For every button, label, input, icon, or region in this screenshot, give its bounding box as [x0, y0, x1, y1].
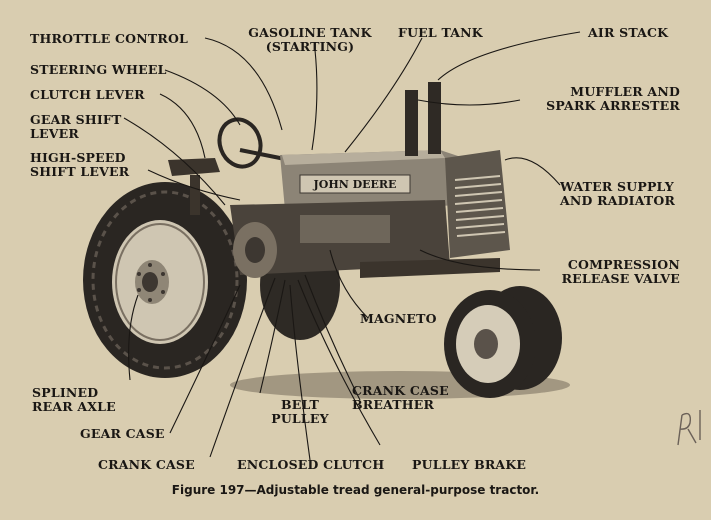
label-compression-line2: RELEASE VALVE [561, 271, 680, 286]
label-water-supply-line1: WATER SUPPLY [560, 179, 674, 194]
label-gasoline-tank-line2: (STARTING) [265, 39, 355, 54]
label-gasoline-tank: GASOLINE TANK (STARTING) [235, 26, 385, 54]
label-muffler-line2: SPARK ARRESTER [546, 98, 680, 113]
muffler-stack [405, 90, 418, 156]
label-crank-breather: CRANK CASE BREATHER [352, 384, 449, 412]
label-gear-shift-line1: GEAR SHIFT [30, 112, 122, 127]
rear-wheel [83, 182, 247, 378]
label-air-stack: AIR STACK [588, 25, 669, 40]
label-crank-breather-line2: BREATHER [352, 397, 435, 412]
label-magneto: MAGNETO [360, 311, 437, 326]
label-steering-wheel: STEERING WHEEL [30, 62, 167, 77]
label-water-supply-line2: AND RADIATOR [560, 193, 676, 208]
label-splined: SPLINED REAR AXLE [32, 386, 116, 414]
label-gear-case: GEAR CASE [80, 426, 165, 441]
tractor-body: JOHN DEERE [168, 82, 510, 278]
label-compression-line1: COMPRESSION [567, 257, 680, 272]
air-stack [428, 82, 441, 154]
label-gear-shift-line2: LEVER [30, 126, 79, 141]
label-high-speed-line1: HIGH-SPEED [30, 150, 126, 165]
label-belt-pulley: BELT PULLEY [255, 398, 345, 426]
label-muffler: MUFFLER AND SPARK ARRESTER [520, 85, 680, 113]
leader-lines [123, 31, 581, 461]
hood-text: JOHN DEERE [313, 178, 397, 191]
handwritten-mark [677, 410, 701, 446]
label-gasoline-tank-line1: GASOLINE TANK [248, 25, 372, 40]
front-wheels [444, 286, 562, 398]
label-belt-pulley-line1: BELT [281, 397, 319, 412]
label-clutch-lever: CLUTCH LEVER [30, 87, 145, 102]
hood-nameplate [299, 174, 411, 194]
steering-wheel-rim [217, 117, 263, 169]
label-pulley-brake: PULLEY BRAKE [412, 457, 527, 472]
label-high-speed: HIGH-SPEED SHIFT LEVER [30, 151, 129, 179]
label-enclosed-clutch: ENCLOSED CLUTCH [237, 457, 385, 472]
label-splined-line1: SPLINED [32, 385, 99, 400]
label-splined-line2: REAR AXLE [32, 399, 116, 414]
label-fuel-tank: FUEL TANK [398, 25, 483, 40]
label-gear-shift: GEAR SHIFT LEVER [30, 113, 122, 141]
label-compression: COMPRESSION RELEASE VALVE [520, 258, 680, 286]
label-belt-pulley-line2: PULLEY [271, 411, 329, 426]
label-throttle-control: THROTTLE CONTROL [30, 31, 189, 46]
label-high-speed-line2: SHIFT LEVER [30, 164, 130, 179]
label-crank-breather-line1: CRANK CASE [352, 383, 449, 398]
label-crank-case: CRANK CASE [98, 457, 195, 472]
label-muffler-line1: MUFFLER AND [570, 84, 680, 99]
label-water-supply: WATER SUPPLY AND RADIATOR [560, 180, 675, 208]
figure-caption: Figure 197—Adjustable tread general-purp… [171, 483, 540, 497]
